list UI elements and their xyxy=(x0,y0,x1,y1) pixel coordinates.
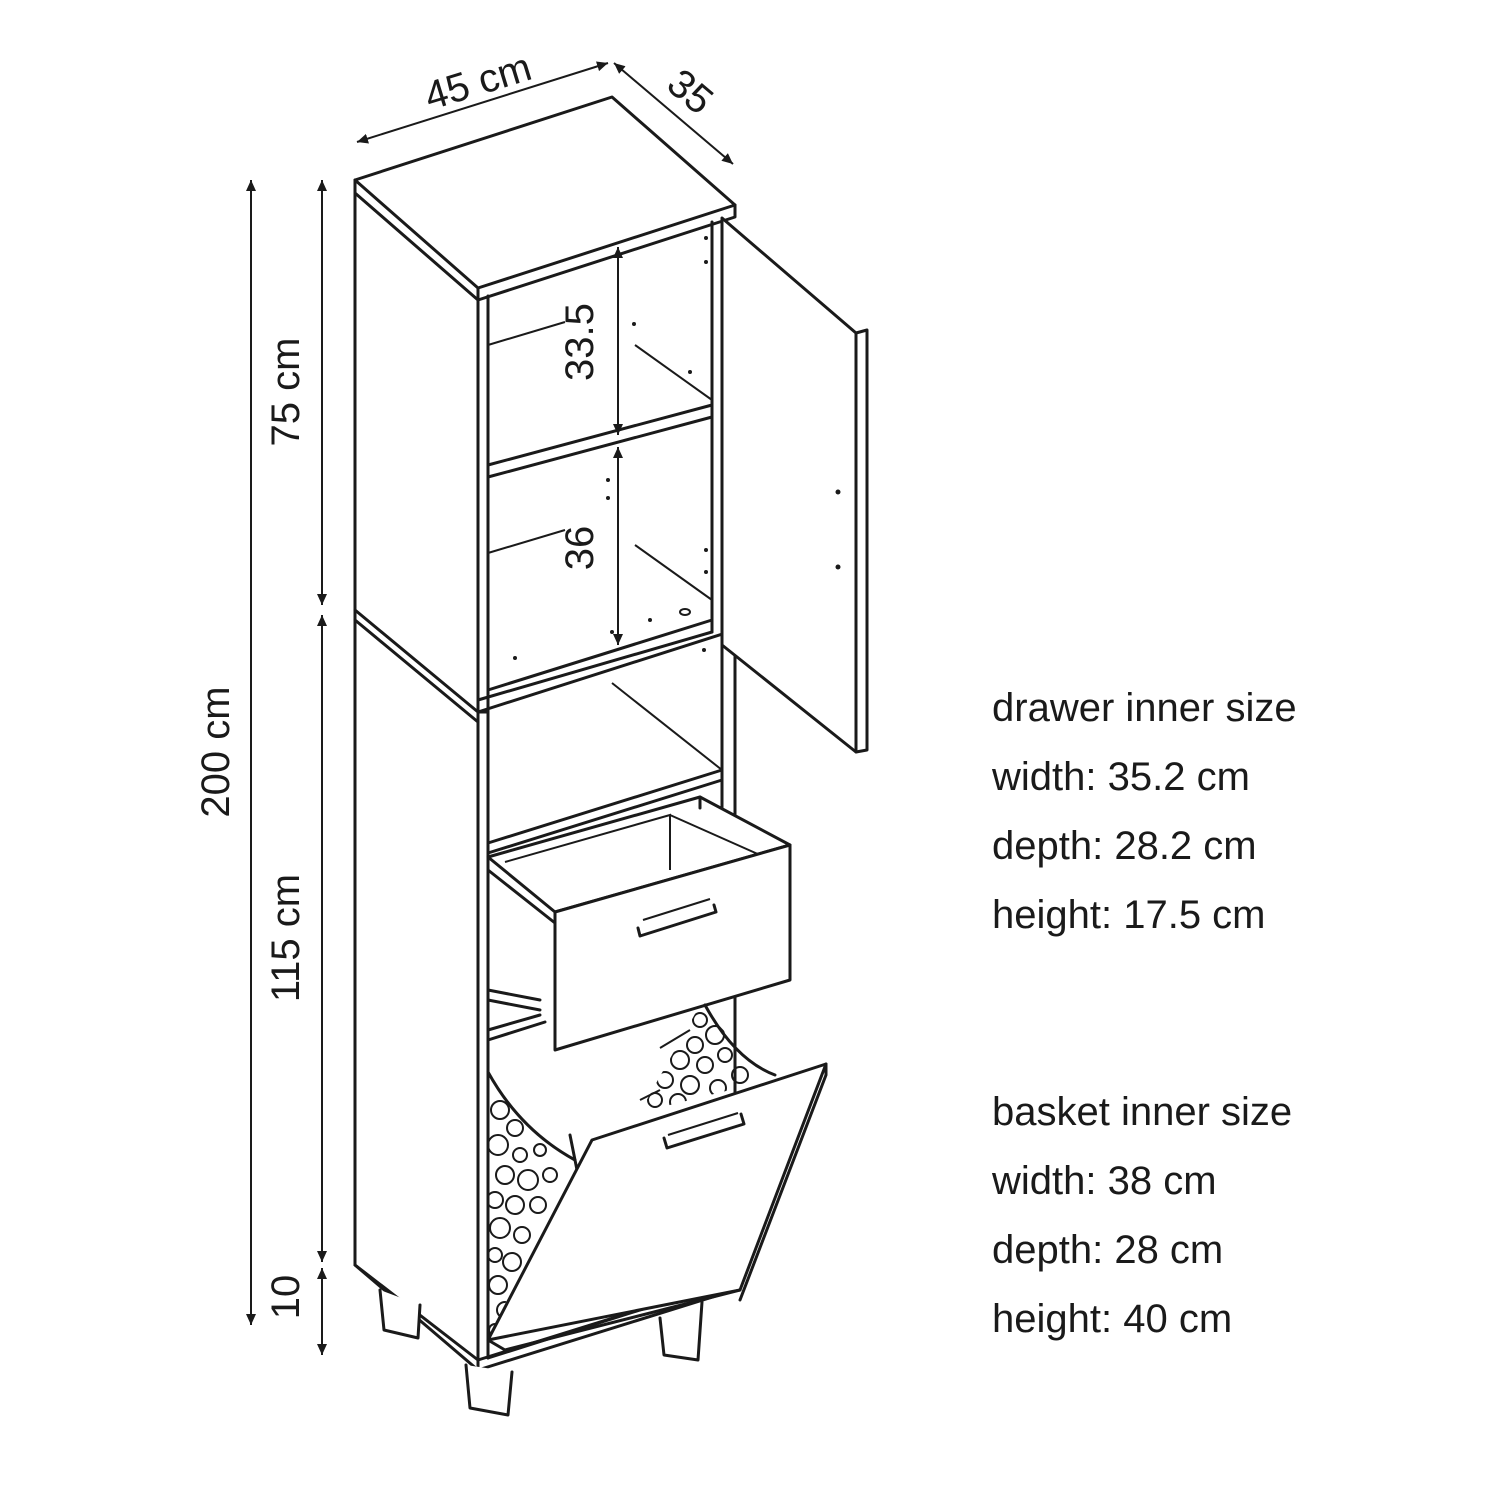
dimension-lines xyxy=(246,61,734,1355)
lower-shelf-gap-label: 36 xyxy=(558,526,602,571)
basket-spec-height: height: 40 cm xyxy=(992,1297,1233,1341)
lower-height-label: 115 cm xyxy=(264,874,308,1002)
basket-spec-width: width: 38 cm xyxy=(992,1159,1217,1203)
leg-height-label: 10 xyxy=(264,1275,308,1320)
legs xyxy=(378,1288,704,1417)
width-label: 45 cm xyxy=(419,45,536,119)
upper-height-label: 75 cm xyxy=(264,338,308,447)
lower-open-shelf xyxy=(486,682,724,1042)
basket-spec-depth: depth: 28 cm xyxy=(992,1228,1224,1272)
drawer-front xyxy=(553,843,792,1052)
drawer-spec-height: height: 17.5 cm xyxy=(992,893,1266,937)
upper-door xyxy=(720,216,869,754)
drawer-spec-width: width: 35.2 cm xyxy=(992,755,1250,799)
upper-compartment xyxy=(486,236,714,692)
basket-front xyxy=(486,1062,828,1342)
laundry-basket xyxy=(486,1003,828,1352)
total-height-label: 200 cm xyxy=(194,686,238,817)
drawer-spec-title: drawer inner size xyxy=(992,686,1297,730)
basket-spec-title: basket inner size xyxy=(992,1090,1293,1134)
drawer-spec-depth: depth: 28.2 cm xyxy=(992,824,1257,868)
depth-label: 35 xyxy=(659,61,721,123)
drawer xyxy=(486,795,792,1052)
left-side-panel xyxy=(353,191,480,1372)
upper-shelf-gap-label: 33.5 xyxy=(558,303,602,381)
